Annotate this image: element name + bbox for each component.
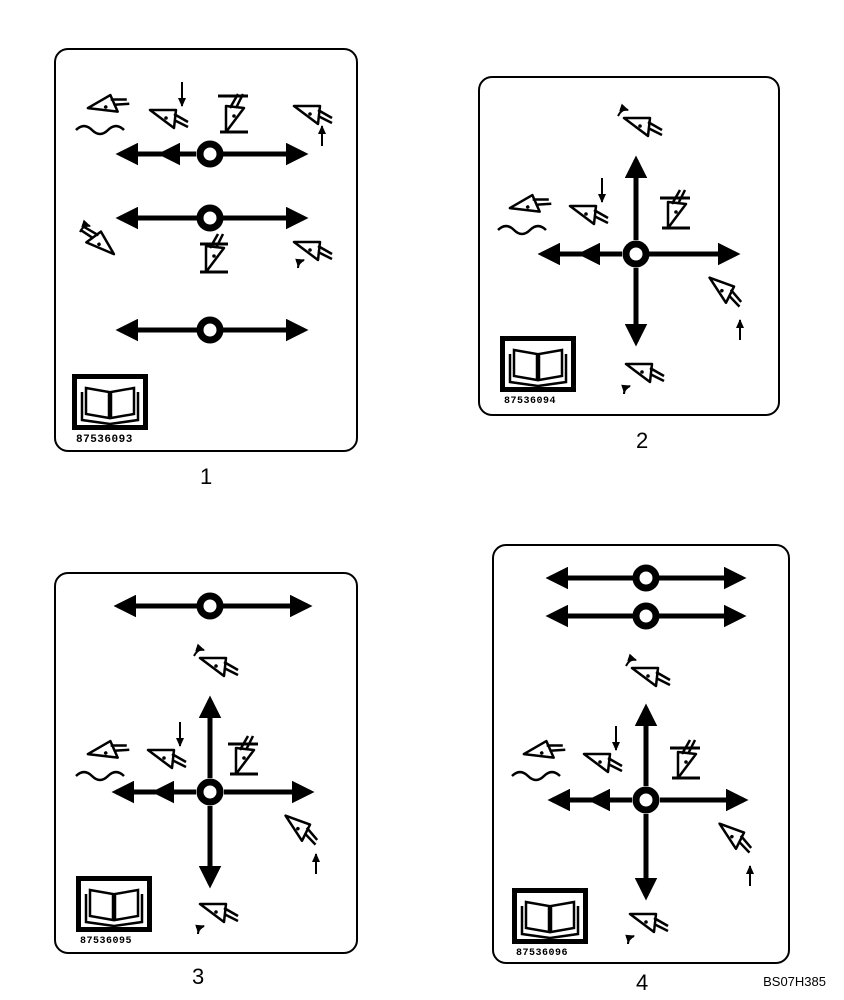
part-number: 87536096 bbox=[516, 948, 569, 959]
decal-4-graphic bbox=[510, 564, 757, 946]
float-icon bbox=[75, 87, 132, 136]
ring-icon bbox=[632, 602, 660, 630]
decal-caption: 2 bbox=[636, 428, 649, 453]
lower-icon bbox=[146, 722, 188, 770]
ring-icon bbox=[196, 140, 224, 168]
decal-caption: 3 bbox=[192, 964, 205, 989]
decal-1-graphic bbox=[70, 82, 334, 432]
curl-icon bbox=[78, 219, 116, 265]
lower-icon bbox=[568, 178, 610, 226]
ring-icon bbox=[632, 564, 660, 592]
raise-icon bbox=[702, 276, 747, 340]
level-icon bbox=[218, 92, 248, 134]
ring-icon bbox=[632, 786, 660, 814]
raise-icon bbox=[292, 104, 334, 146]
ring-icon bbox=[196, 778, 224, 806]
curl-icon bbox=[193, 643, 240, 678]
ring-icon bbox=[196, 592, 224, 620]
decal-3-graphic bbox=[74, 592, 323, 935]
dump-icon bbox=[621, 362, 666, 395]
float-icon bbox=[497, 187, 554, 236]
ring-icon bbox=[196, 316, 224, 344]
lower-icon bbox=[582, 726, 624, 774]
level-icon bbox=[228, 734, 258, 776]
book-icon bbox=[510, 886, 590, 946]
decal-2: 87536094 bbox=[478, 76, 780, 416]
level-icon bbox=[660, 188, 690, 230]
lower-icon bbox=[148, 82, 190, 130]
part-number: 87536093 bbox=[76, 434, 133, 446]
dump-icon bbox=[625, 912, 670, 945]
decal-2-graphic bbox=[497, 103, 747, 395]
part-number: 87536094 bbox=[504, 396, 557, 407]
book-icon bbox=[70, 372, 150, 432]
raise-icon bbox=[712, 822, 757, 886]
decal-caption: 4 bbox=[636, 970, 649, 995]
decal-caption: 1 bbox=[200, 464, 213, 489]
dump-icon bbox=[292, 240, 334, 269]
figure-reference: BS07H385 bbox=[763, 974, 826, 989]
ring-icon bbox=[196, 204, 224, 232]
book-icon bbox=[74, 874, 154, 934]
ring-icon bbox=[622, 240, 650, 268]
book-icon bbox=[498, 334, 578, 394]
curl-icon bbox=[625, 653, 672, 688]
float-icon bbox=[511, 733, 568, 782]
dump-icon bbox=[195, 902, 240, 935]
curl-icon bbox=[617, 103, 664, 138]
raise-icon bbox=[278, 814, 323, 874]
float-icon bbox=[75, 733, 132, 782]
decal-1: 87536093 bbox=[54, 48, 358, 452]
decal-3: 87536095 bbox=[54, 572, 358, 954]
decal-4: 87536096 bbox=[492, 544, 790, 964]
level-icon bbox=[670, 738, 700, 780]
level-icon bbox=[200, 232, 228, 274]
part-number: 87536095 bbox=[80, 936, 133, 947]
